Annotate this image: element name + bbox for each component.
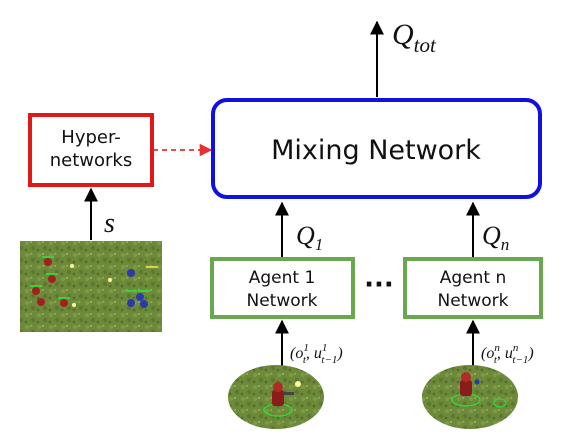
agent-n-network-box — [403, 257, 543, 319]
qn-subscript: n — [501, 235, 510, 254]
agents-ellipsis: ··· — [364, 270, 394, 300]
game-scene-thumbnail — [20, 241, 162, 332]
hypernetworks-label-line2: networks — [50, 150, 132, 171]
q1-subscript: 1 — [315, 235, 324, 254]
hypernetworks-label-line1: Hyper- — [61, 127, 120, 148]
agent-1-label-line1: Agent 1 — [249, 268, 316, 288]
agent-n-label-line1: Agent n — [440, 268, 507, 288]
agent-n-label-line2: Network — [438, 291, 509, 311]
agent-1-observation-thumbnail — [228, 365, 324, 429]
qn-label: Qn — [482, 221, 509, 254]
mixing-network-box — [211, 98, 542, 199]
hypernetworks-box — [28, 113, 154, 187]
agent-n-observation-thumbnail — [422, 365, 518, 429]
q-tot-label: Qtot — [392, 18, 437, 57]
unit-observation-icon — [451, 372, 507, 408]
agent-1-network-box — [210, 257, 355, 319]
unit-observation-icon — [263, 381, 301, 417]
starcraft-battlefield-icon — [30, 256, 158, 308]
agent-1-label-line2: Network — [247, 291, 318, 311]
q-tot-subscript: tot — [414, 33, 437, 57]
q1-label: Q1 — [296, 221, 323, 254]
state-label: s — [104, 208, 115, 239]
mixing-network-label: Mixing Network — [271, 135, 481, 166]
